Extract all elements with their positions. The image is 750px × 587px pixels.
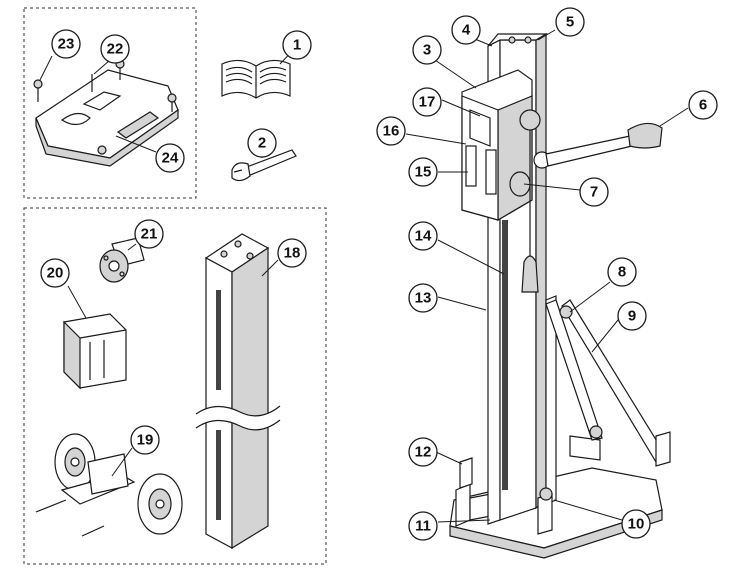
svg-text:5: 5	[566, 14, 574, 31]
svg-text:16: 16	[383, 123, 400, 140]
callout-20: 20	[40, 258, 70, 288]
column-section-part	[195, 233, 281, 550]
callout-11: 11	[408, 511, 438, 541]
callout-16: 16	[376, 116, 406, 146]
leader-16	[405, 133, 467, 145]
svg-text:19: 19	[137, 432, 154, 449]
svg-text:22: 22	[107, 41, 124, 58]
leader-10	[553, 499, 623, 521]
callout-19: 19	[130, 425, 160, 455]
svg-text:10: 10	[628, 516, 645, 533]
svg-text:13: 13	[415, 290, 432, 307]
accessory-kit-box	[23, 207, 327, 565]
leader-13	[437, 296, 487, 311]
callout-4: 4	[451, 15, 481, 45]
callout-12: 12	[408, 437, 438, 467]
callout-21: 21	[134, 219, 164, 249]
svg-text:3: 3	[423, 42, 431, 59]
leader-6	[659, 107, 689, 127]
svg-text:15: 15	[415, 164, 432, 181]
svg-text:17: 17	[419, 94, 436, 111]
leader-12	[435, 451, 463, 465]
base-plate-part	[33, 59, 179, 167]
leader-5	[537, 29, 556, 41]
carriage-bracket-part	[63, 313, 127, 390]
leader-11	[437, 519, 491, 523]
svg-text:24: 24	[162, 150, 179, 167]
gear-adapter-part	[99, 237, 145, 283]
leader-21	[127, 243, 137, 251]
leader-20	[67, 285, 87, 319]
leader-23	[39, 55, 53, 81]
leader-22	[93, 59, 111, 75]
svg-text:21: 21	[141, 226, 158, 243]
callout-14: 14	[408, 221, 438, 251]
drill-stand-assembly	[449, 32, 671, 559]
leader-9	[591, 319, 619, 353]
leader-24	[115, 135, 157, 153]
svg-text:20: 20	[47, 265, 64, 282]
callout-15: 15	[408, 157, 438, 187]
svg-text:6: 6	[699, 97, 707, 114]
svg-text:2: 2	[258, 135, 266, 152]
callout-10: 10	[621, 509, 651, 539]
callout-1: 1	[282, 30, 312, 60]
callout-3: 3	[412, 35, 442, 65]
callout-23: 23	[51, 29, 81, 59]
leader-19	[111, 447, 133, 477]
callout-9: 9	[617, 301, 647, 331]
leader-14	[437, 239, 505, 275]
callout-7: 7	[579, 177, 609, 207]
svg-text:7: 7	[590, 184, 598, 201]
callout-18: 18	[277, 238, 307, 268]
leader-8	[569, 281, 611, 313]
svg-text:12: 12	[415, 444, 432, 461]
svg-text:23: 23	[58, 36, 75, 53]
wheel-kit-part	[35, 433, 183, 537]
callout-5: 5	[555, 7, 585, 37]
manual-book-part	[221, 59, 291, 99]
callout-22: 22	[100, 34, 130, 64]
callout-6: 6	[688, 90, 718, 120]
svg-text:4: 4	[462, 22, 471, 39]
leader-18	[261, 259, 279, 277]
svg-text:11: 11	[415, 518, 431, 535]
callout-13: 13	[408, 283, 438, 313]
svg-text:9: 9	[628, 308, 636, 325]
wrench-part	[231, 149, 297, 182]
callout-17: 17	[412, 87, 442, 117]
svg-text:1: 1	[293, 37, 301, 54]
callout-2: 2	[247, 128, 277, 158]
svg-text:14: 14	[415, 228, 432, 245]
callout-24: 24	[155, 143, 185, 173]
base-plate-kit-box	[23, 7, 197, 199]
leader-7	[523, 183, 581, 191]
svg-text:8: 8	[618, 264, 626, 281]
leader-3	[431, 57, 477, 89]
callout-8: 8	[607, 257, 637, 287]
svg-text:18: 18	[284, 245, 301, 262]
leader-17	[441, 99, 481, 117]
